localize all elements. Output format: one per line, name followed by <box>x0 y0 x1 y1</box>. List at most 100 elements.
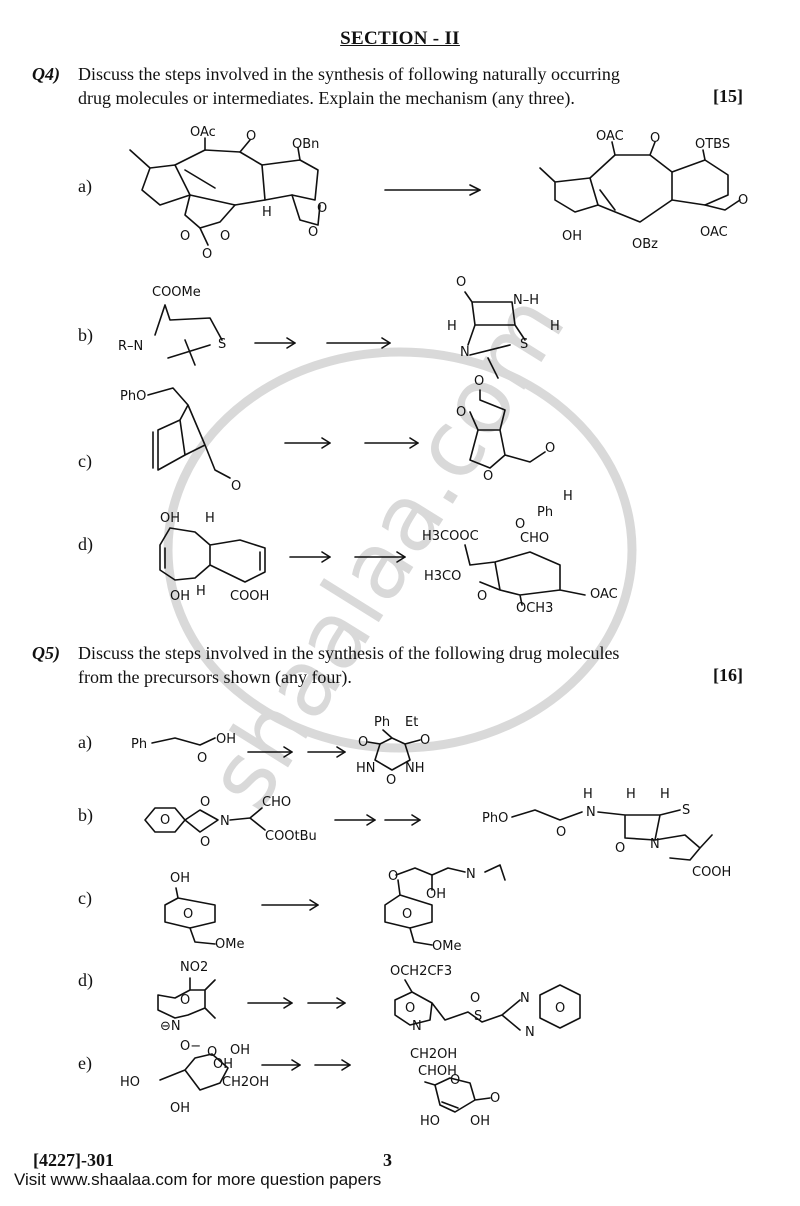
svg-text:COOH: COOH <box>230 589 269 604</box>
svg-text:OTBS: OTBS <box>695 137 730 152</box>
svg-text:O: O <box>388 869 398 884</box>
svg-text:N: N <box>650 837 660 852</box>
svg-text:N: N <box>520 991 530 1006</box>
svg-text:PhO: PhO <box>120 389 146 404</box>
svg-text:O: O <box>456 275 466 290</box>
svg-text:OAc: OAc <box>190 125 216 140</box>
svg-text:OH: OH <box>216 732 236 747</box>
svg-text:OH: OH <box>213 1057 233 1072</box>
q5-marks: [16] <box>713 665 743 685</box>
svg-text:O: O <box>200 795 210 810</box>
q4c-label: c) <box>78 451 92 471</box>
svg-text:Ph: Ph <box>131 737 147 752</box>
svg-text:N: N <box>412 1019 422 1034</box>
q5-number: Q5) <box>32 643 60 663</box>
svg-text:R–N: R–N <box>118 339 143 354</box>
svg-text:O: O <box>555 1001 565 1016</box>
q4a-label: a) <box>78 176 92 196</box>
svg-text:O: O <box>183 907 193 922</box>
svg-text:O: O <box>556 825 566 840</box>
svg-text:H: H <box>626 787 636 802</box>
svg-text:HO: HO <box>420 1114 440 1129</box>
q5b-label: b) <box>78 805 93 825</box>
svg-text:H: H <box>262 205 272 220</box>
svg-text:COOMe: COOMe <box>152 285 201 300</box>
svg-text:COOtBu: COOtBu <box>265 829 317 844</box>
q4b-label: b) <box>78 325 93 345</box>
q5-text-line1: Discuss the steps involved in the synthe… <box>78 643 620 663</box>
svg-text:O: O <box>180 229 190 244</box>
svg-text:O: O <box>231 479 241 494</box>
svg-text:H: H <box>447 319 457 334</box>
svg-text:O: O <box>358 735 368 750</box>
svg-text:O: O <box>308 225 318 240</box>
svg-text:N: N <box>220 814 230 829</box>
svg-text:O: O <box>317 201 327 216</box>
svg-text:Ph: Ph <box>537 505 553 520</box>
svg-text:O: O <box>490 1091 500 1106</box>
svg-text:O: O <box>207 1045 217 1060</box>
svg-text:OH: OH <box>170 1101 190 1116</box>
svg-text:OH: OH <box>470 1114 490 1129</box>
q5a-label: a) <box>78 732 92 752</box>
svg-text:H: H <box>550 319 560 334</box>
svg-text:HN: HN <box>356 761 376 776</box>
svg-text:S: S <box>218 337 226 352</box>
q5a-reactant-structure: Ph OHO <box>131 732 236 766</box>
svg-text:OH: OH <box>160 511 180 526</box>
svg-text:O: O <box>220 229 230 244</box>
q4c-product-structure: OO OOH PhO <box>456 374 573 532</box>
svg-text:PhO: PhO <box>482 811 508 826</box>
svg-text:NH: NH <box>405 761 425 776</box>
svg-text:H: H <box>583 787 593 802</box>
visit-link-text[interactable]: Visit www.shaalaa.com for more question … <box>14 1170 382 1189</box>
svg-text:O: O <box>456 405 466 420</box>
svg-text:CH2OH: CH2OH <box>222 1075 269 1090</box>
svg-text:O: O <box>738 193 748 208</box>
svg-text:O: O <box>180 993 190 1008</box>
q4-text-line1: Discuss the steps involved in the synthe… <box>78 64 620 84</box>
svg-text:NO2: NO2 <box>180 960 208 975</box>
svg-text:S: S <box>682 803 690 818</box>
q4-number: Q4) <box>32 64 60 84</box>
q5d-label: d) <box>78 970 93 990</box>
svg-text:OMe: OMe <box>432 939 461 954</box>
svg-text:O: O <box>545 441 555 456</box>
q4-marks: [15] <box>713 86 743 106</box>
svg-text:O: O <box>202 247 212 262</box>
svg-text:COOH: COOH <box>692 865 731 880</box>
svg-text:H: H <box>196 584 206 599</box>
svg-text:CHOH: CHOH <box>418 1064 457 1079</box>
svg-text:⊖N: ⊖N <box>160 1019 181 1034</box>
svg-text:OAC: OAC <box>590 587 618 602</box>
q5d-reactant-structure: NO2 O⊖NO− <box>157 960 216 1054</box>
svg-text:OMe: OMe <box>215 937 244 952</box>
svg-text:OAC: OAC <box>700 225 728 240</box>
svg-text:O: O <box>420 733 430 748</box>
svg-text:CHO: CHO <box>262 795 291 810</box>
svg-text:S: S <box>474 1009 482 1024</box>
q4d-label: d) <box>78 534 93 554</box>
svg-text:HO: HO <box>120 1075 140 1090</box>
svg-text:Ph: Ph <box>374 715 390 730</box>
svg-text:CH2OH: CH2OH <box>410 1047 457 1062</box>
svg-text:N–H: N–H <box>513 293 539 308</box>
svg-text:H3COOC: H3COOC <box>422 529 479 544</box>
svg-text:OH: OH <box>562 229 582 244</box>
